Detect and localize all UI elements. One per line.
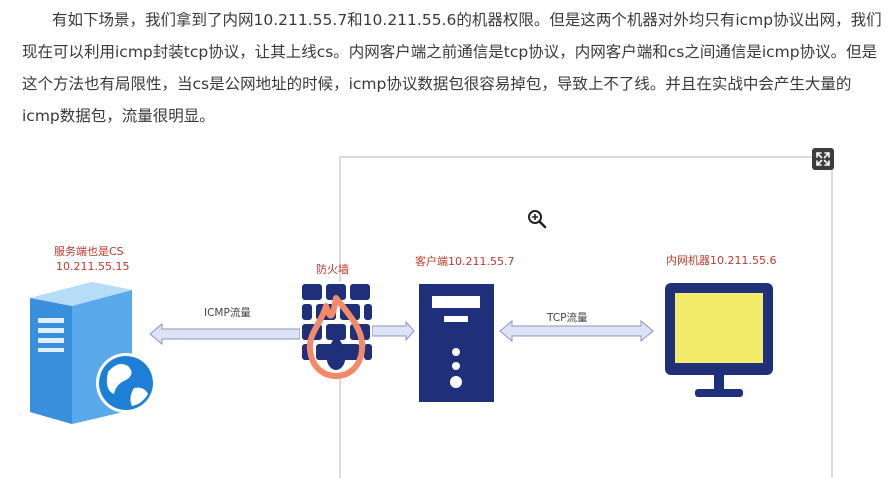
tcp-flow-label: TCP流量 xyxy=(547,312,588,324)
firewall-client-arrow xyxy=(371,320,415,342)
network-diagram xyxy=(30,282,773,424)
intranet-label: 内网机器10.211.55.6 xyxy=(666,254,777,267)
server-label: 服务端也是CS 10.211.55.15 xyxy=(54,244,129,274)
server-label-title: 服务端也是CS xyxy=(54,245,124,258)
firewall-label: 防火墙 xyxy=(316,263,349,276)
flame-icon xyxy=(306,295,366,379)
server-label-ip: 10.211.55.15 xyxy=(56,260,130,273)
article-paragraph: 有如下场景，我们拿到了内网10.211.55.7和10.211.55.6的机器权… xyxy=(22,11,882,125)
expand-icon[interactable] xyxy=(812,148,834,170)
globe-icon xyxy=(96,353,156,413)
client-label: 客户端10.211.55.7 xyxy=(415,255,515,268)
monitor-icon xyxy=(665,283,773,397)
icmp-flow-label: ICMP流量 xyxy=(204,307,251,319)
tcp-arrow xyxy=(499,319,654,343)
client-tower-icon xyxy=(419,284,494,402)
zoom-in-icon[interactable] xyxy=(526,208,548,234)
icmp-arrow xyxy=(149,322,301,346)
